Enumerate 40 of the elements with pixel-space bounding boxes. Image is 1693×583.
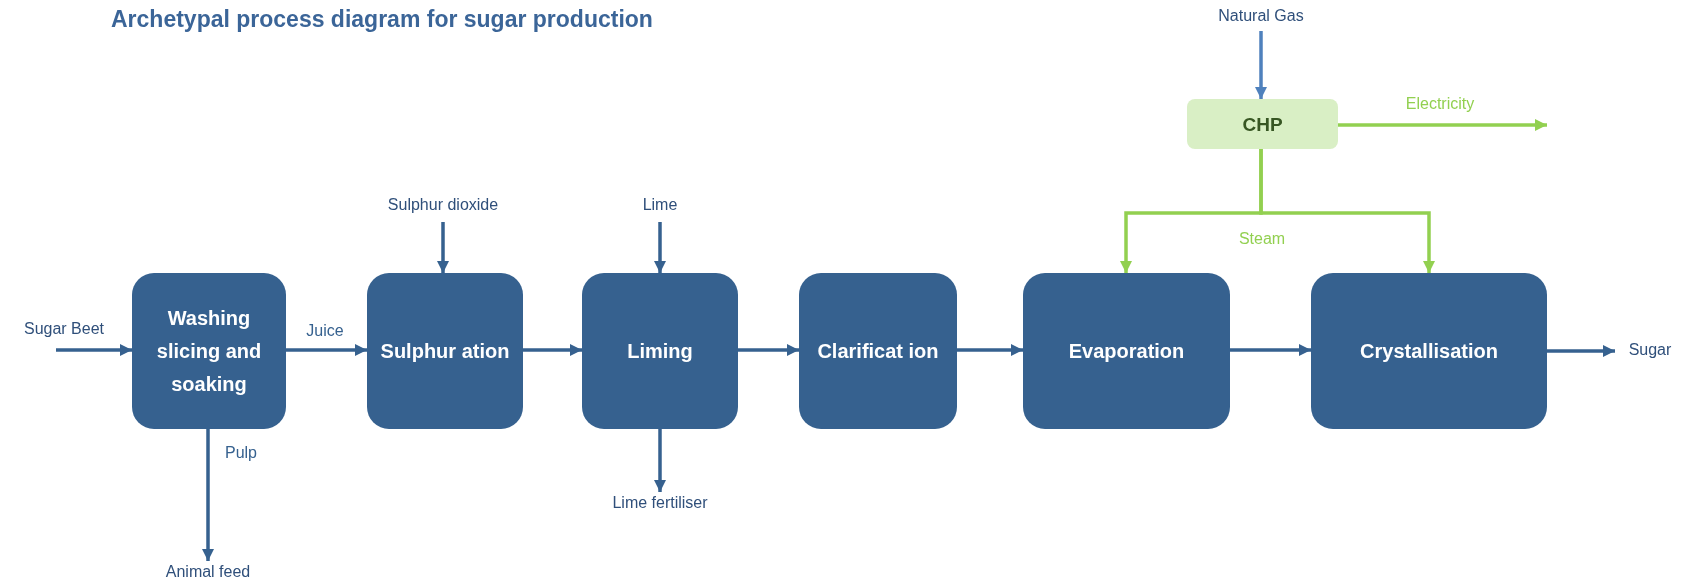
process-box [582, 273, 738, 429]
edge-label: Pulp [225, 443, 257, 463]
arrow [1255, 31, 1267, 99]
arrow [202, 429, 214, 561]
stream-label: Animal feed [145, 561, 271, 583]
arrow [957, 344, 1023, 356]
box-label: Evaporation [1068, 338, 1185, 364]
edge-label: Steam [1238, 229, 1286, 249]
arrow [1338, 119, 1547, 131]
edge-label: Juice [306, 321, 344, 341]
process-box [1023, 273, 1230, 429]
process-box [132, 273, 286, 429]
box-label: Clarificat ion [817, 338, 939, 364]
arrow [1230, 344, 1311, 356]
stream-label: Sugar Beet [14, 318, 114, 350]
arrow [286, 344, 367, 356]
process-box [799, 273, 957, 429]
arrow [1259, 149, 1435, 273]
box-label: Crystallisation [1360, 338, 1498, 364]
arrow [1547, 345, 1615, 357]
box-label: Liming [627, 338, 693, 364]
stream-label: Lime fertiliser [590, 492, 730, 516]
box-label: CHP [1242, 112, 1283, 137]
process-box [367, 273, 523, 429]
arrow [437, 222, 449, 273]
stream-label: Lime [610, 194, 710, 222]
diagram-title: Archetypal process diagram for sugar production [111, 5, 653, 34]
arrow [654, 429, 666, 492]
stream-label: Natural Gas [1196, 5, 1326, 31]
stream-label: Sugar [1615, 339, 1685, 363]
stream-label: Sulphur dioxide [373, 194, 513, 222]
process-box [1311, 273, 1547, 429]
arrow [654, 222, 666, 273]
box-label: Washing slicing and soaking [155, 305, 263, 397]
chp-box [1187, 99, 1338, 149]
edge-label: Electricity [1405, 94, 1475, 114]
arrow [56, 344, 132, 356]
box-label: Sulphur ation [380, 338, 510, 364]
arrow [738, 344, 799, 356]
arrow [523, 344, 582, 356]
